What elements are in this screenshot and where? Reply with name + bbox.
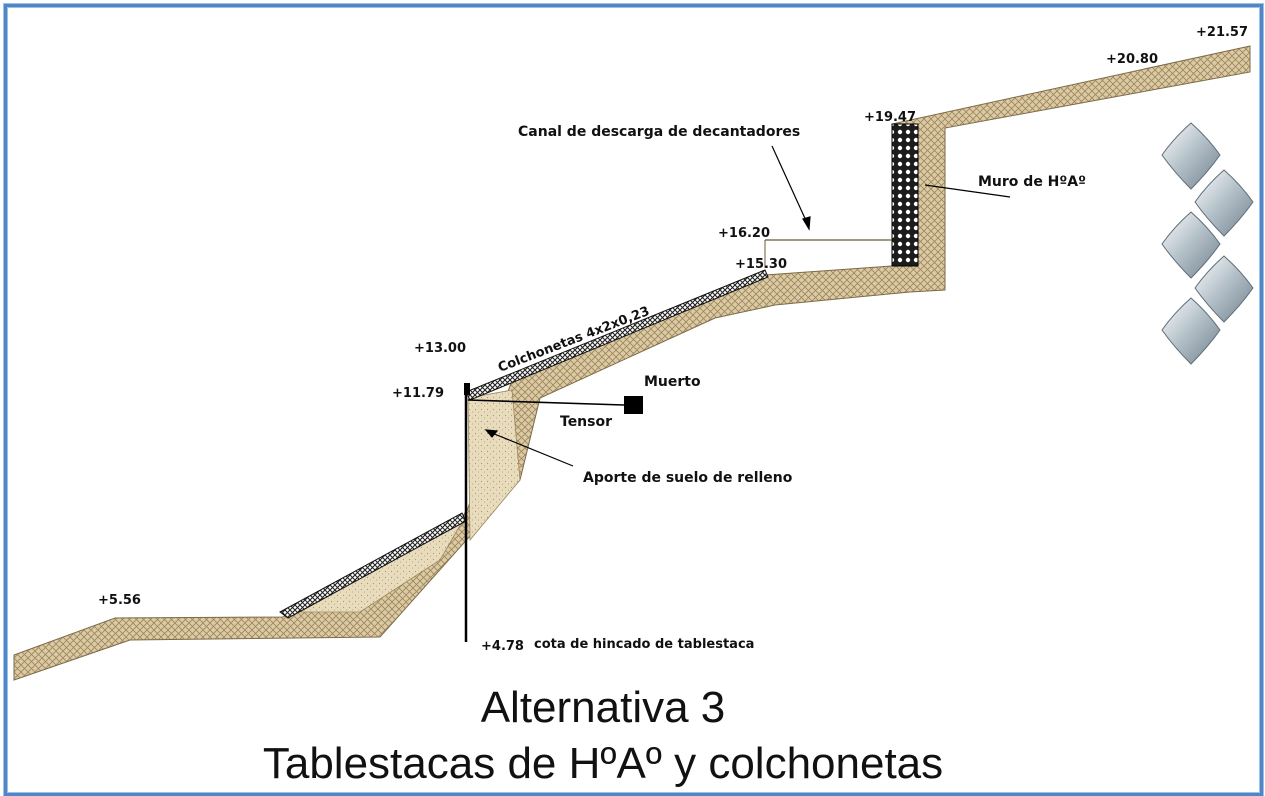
title-line-1: Alternativa 3 (481, 683, 726, 732)
title-line-2: Tablestacas de HºAº y colchonetas (263, 739, 943, 788)
decorative-diamond-icons (1161, 122, 1254, 365)
concrete-wall (891, 123, 919, 267)
elevation-556: +5.56 (98, 593, 141, 608)
mattress-upper (465, 269, 769, 401)
elevation-2157: +21.57 (1196, 25, 1248, 40)
elevation-1300: +13.00 (414, 341, 466, 356)
diagram-frame (4, 4, 1263, 796)
label-canal-descarga: Canal de descarga de decantadores (518, 124, 800, 140)
elevation-2080: +20.80 (1106, 52, 1158, 67)
label-muro: Muro de HºAº (978, 174, 1086, 190)
tensor-rod (467, 399, 625, 406)
elevation-1179: +11.79 (392, 386, 444, 401)
label-cota-hincado: cota de hincado de tablestaca (534, 637, 754, 652)
label-muerto: Muerto (644, 374, 701, 390)
elevation-1530: +15.30 (735, 257, 787, 272)
elevation-478: +4.78 (481, 639, 524, 654)
elevation-1947: +19.47 (864, 110, 916, 125)
soil-profile (13, 45, 1251, 681)
sheet-pile-cap (464, 383, 470, 395)
leader-lines (484, 145, 1011, 467)
elevation-1620: +16.20 (718, 226, 770, 241)
label-tensor: Tensor (560, 414, 612, 430)
label-aporte-relleno: Aporte de suelo de relleno (583, 470, 793, 486)
dead-anchor-block (624, 396, 643, 414)
fill-soil-area (467, 389, 521, 542)
